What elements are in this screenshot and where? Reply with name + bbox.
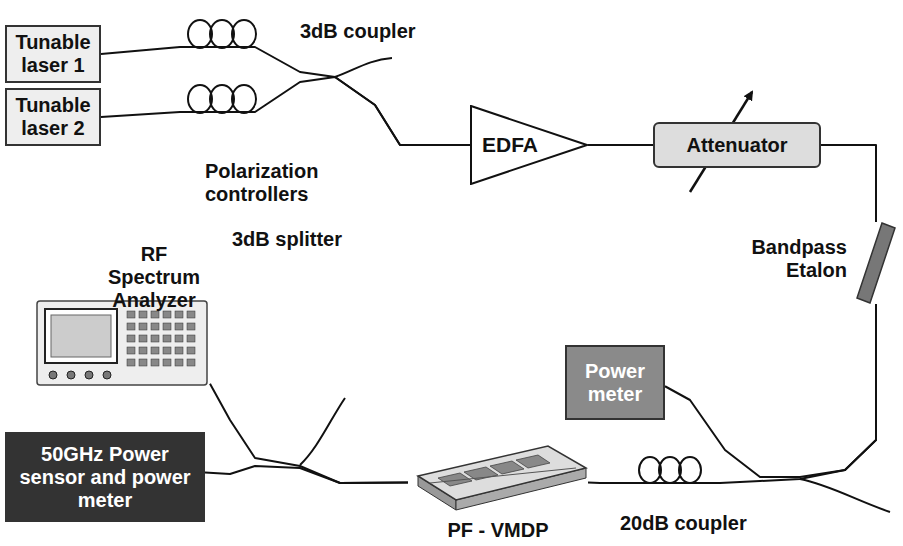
chip-top: [418, 446, 586, 500]
analyzer-key: [187, 347, 195, 354]
analyzer-key: [175, 359, 183, 366]
analyzer-key: [187, 323, 195, 330]
analyzer-key: [163, 323, 171, 330]
analyzer-knob: [49, 371, 57, 379]
analyzer-key: [163, 311, 171, 318]
node-label: 50GHz Power sensor and power meter: [15, 443, 195, 512]
analyzer-knob: [85, 371, 93, 379]
analyzer-key: [163, 359, 171, 366]
fiber-connector: [101, 47, 470, 145]
analyzer-key: [175, 335, 183, 342]
analyzer-key: [151, 323, 159, 330]
amplifier-triangle: EDFA: [470, 105, 588, 185]
screen-inner: [51, 315, 111, 357]
polarization-controller-coils: [188, 20, 701, 483]
node-label: Attenuator: [683, 134, 790, 157]
chip-drawing: [408, 438, 588, 514]
fiber-connector: [205, 466, 408, 483]
analyzer-key: [151, 335, 159, 342]
analyzer-key: [139, 311, 147, 318]
waveguide: [430, 468, 576, 483]
etalon-filter: Bandpass Etalon: [855, 222, 897, 304]
fiber-connector: [665, 304, 876, 477]
analyzer-key: [139, 323, 147, 330]
fiber-connector: [101, 77, 470, 145]
electrode: [516, 455, 550, 468]
laser-box: Tunable laser 1: [5, 25, 101, 83]
node-label: EDFA: [482, 133, 538, 157]
fiber-connector: [588, 144, 653, 146]
analyzer-body: [37, 301, 207, 385]
analyzer-key: [151, 359, 159, 366]
analyzer-key: [151, 311, 159, 318]
analyzer-screen: [45, 309, 117, 363]
analyzer-key: [139, 335, 147, 342]
power-sensor-box: 50GHz Power sensor and power meter: [5, 432, 205, 522]
analyzer-key: [127, 347, 135, 354]
fiber-connector: [821, 145, 876, 222]
node-label: PF - VMDP: [408, 519, 588, 542]
analyzer-key: [175, 323, 183, 330]
analyzer-key: [187, 359, 195, 366]
open-coupler-ports: [300, 58, 890, 512]
photodetector-chip: PF - VMDP: [408, 438, 588, 544]
component-label: 3dB coupler: [300, 20, 440, 43]
node-label: Tunable laser 2: [15, 94, 91, 140]
analyzer-key: [139, 359, 147, 366]
analyzer-drawing: [35, 243, 210, 388]
analyzer-knob: [67, 371, 75, 379]
analyzer-key: [151, 347, 159, 354]
analyzer-key: [163, 347, 171, 354]
component-label: 3dB splitter: [232, 228, 362, 251]
component-label: Polarization controllers: [205, 160, 345, 206]
analyzer-key: [127, 311, 135, 318]
analyzer-key: [139, 347, 147, 354]
node-label: RF Spectrum Analyzer: [95, 243, 213, 312]
node-label: Tunable laser 1: [15, 31, 91, 77]
fiber-connector: [210, 384, 408, 483]
analyzer-key: [175, 347, 183, 354]
etalon-slab: [855, 222, 897, 304]
electrode: [490, 461, 524, 474]
laser-box: Tunable laser 2: [5, 88, 101, 146]
analyzer-key: [187, 335, 195, 342]
etalon-plate: [857, 223, 895, 303]
node-label: Power meter: [575, 360, 655, 406]
node-label: Bandpass Etalon: [735, 236, 847, 282]
analyzer-key: [127, 335, 135, 342]
analyzer-key: [127, 359, 135, 366]
analyzer-key: [175, 311, 183, 318]
triangle: [471, 106, 587, 184]
analyzer-key: [187, 311, 195, 318]
analyzer-key: [127, 323, 135, 330]
analyzer-knob: [103, 371, 111, 379]
spectrum-analyzer: RF Spectrum Analyzer: [35, 243, 210, 388]
power-meter-box: Power meter: [565, 345, 665, 420]
attenuator-box: Attenuator: [653, 122, 821, 168]
component-label: 20dB coupler: [620, 512, 760, 535]
analyzer-key: [163, 335, 171, 342]
